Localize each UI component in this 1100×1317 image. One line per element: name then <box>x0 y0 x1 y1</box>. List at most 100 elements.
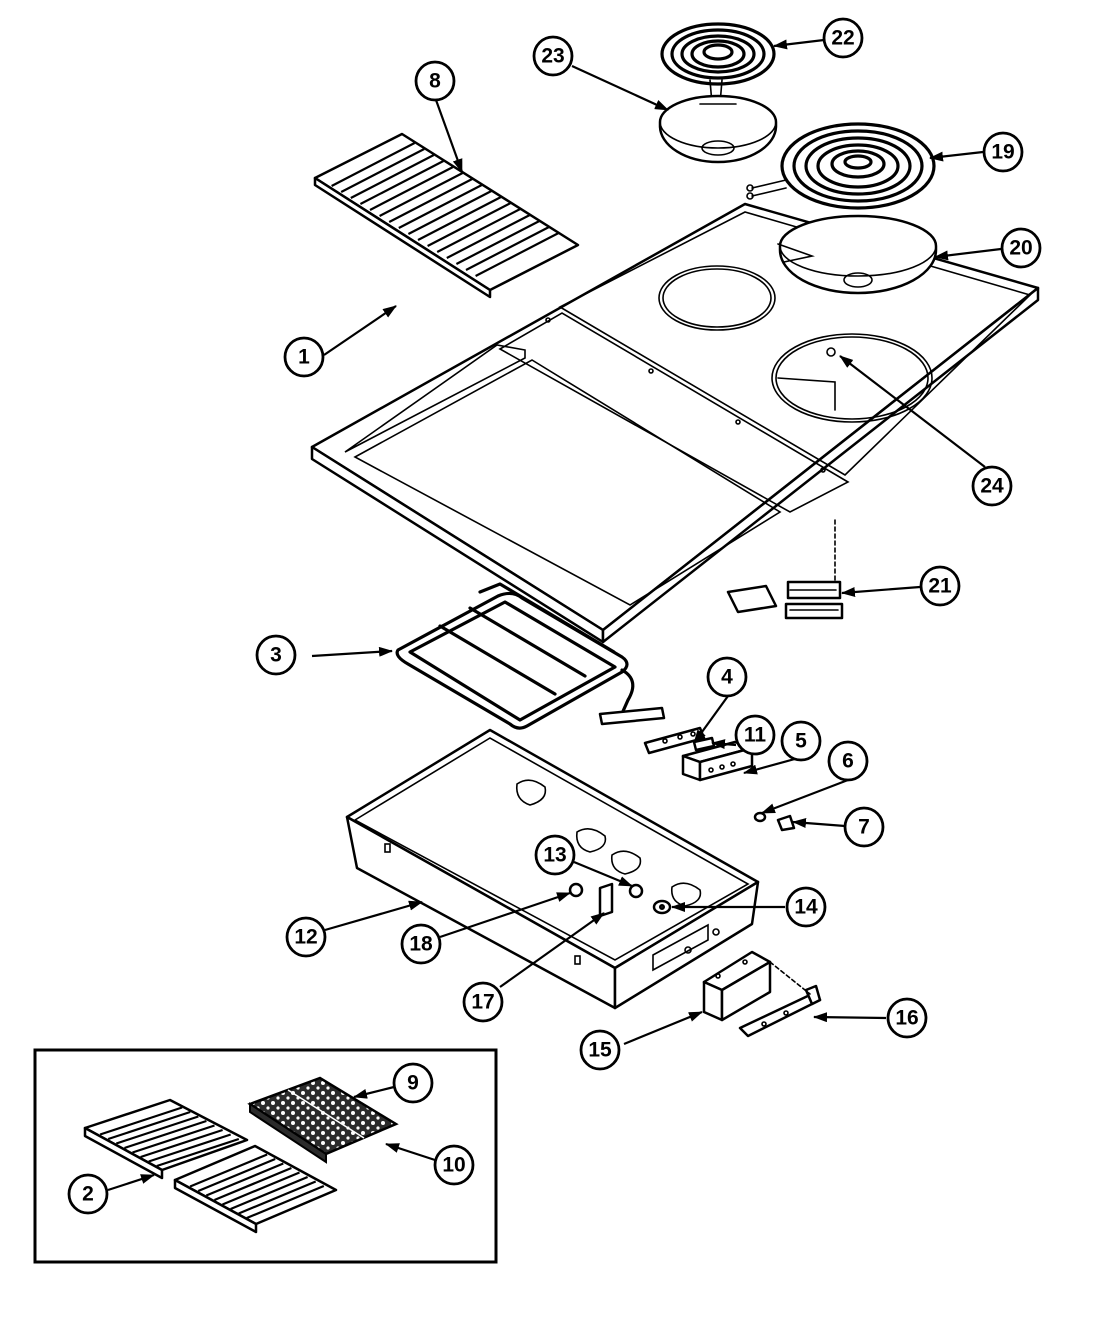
callout-10: 10 <box>433 1144 475 1186</box>
grate-bar <box>213 1166 292 1202</box>
callout-label: 16 <box>895 1007 918 1030</box>
bracket-part <box>598 882 614 918</box>
grate-bar <box>417 196 502 241</box>
small-surface-element-part <box>660 22 776 105</box>
callout-15: 15 <box>579 1029 621 1071</box>
grate-bar <box>230 1175 309 1211</box>
grate-bar <box>350 154 435 199</box>
screw-part <box>628 883 644 899</box>
grate-bar <box>140 1128 223 1159</box>
callout-1: 1 <box>283 336 325 378</box>
grate-bar <box>475 232 560 277</box>
callout-label: 1 <box>298 346 310 369</box>
grill-heating-element-part <box>395 582 666 730</box>
grate-bar <box>99 1106 183 1136</box>
callout-label: 19 <box>991 141 1014 164</box>
callout-label: 15 <box>588 1039 612 1062</box>
small-drip-bowl-part <box>658 94 778 164</box>
grate-bar <box>132 1124 215 1154</box>
lava-rock-tray-part <box>247 1076 399 1164</box>
callout-label: 7 <box>858 816 870 839</box>
callout-label: 12 <box>294 926 317 949</box>
callout-12: 12 <box>285 916 327 958</box>
grate-bar <box>446 214 531 259</box>
grate-bar <box>388 178 473 223</box>
nut-part <box>753 811 767 823</box>
grate-bar <box>436 208 521 253</box>
grate-bar <box>379 172 464 217</box>
grate-bar <box>124 1119 207 1150</box>
mounting-bracket-part <box>738 961 822 1038</box>
callout-label: 23 <box>541 45 564 68</box>
callout-label: 13 <box>543 844 566 867</box>
grate-bar <box>246 1184 325 1220</box>
callout-20: 20 <box>1000 227 1042 269</box>
callout-8: 8 <box>414 60 456 102</box>
grate-bar <box>340 148 425 193</box>
grate-bar <box>407 190 492 235</box>
leader-lines <box>107 38 1002 1192</box>
washer-part <box>652 899 672 915</box>
callout-label: 20 <box>1009 237 1032 260</box>
callout-label: 18 <box>409 933 433 956</box>
callout-label: 6 <box>842 750 854 773</box>
grill-grate-upper-part <box>83 1098 249 1180</box>
grate-bar <box>398 184 483 229</box>
callout-label: 3 <box>270 644 282 667</box>
callout-label: 4 <box>721 666 733 689</box>
callout-label: 9 <box>407 1072 419 1095</box>
callout-19: 19 <box>982 131 1024 173</box>
terminal-block-part <box>726 519 844 620</box>
grate-bar <box>107 1110 191 1141</box>
grate-bar <box>427 202 512 247</box>
accessories-inset-box <box>33 1048 498 1264</box>
large-surface-element-part <box>746 122 936 210</box>
callout-label: 11 <box>744 724 767 747</box>
callout-7: 7 <box>843 806 885 848</box>
large-drip-bowl-part <box>777 214 938 295</box>
grate-bar <box>205 1162 284 1197</box>
grate-bar <box>197 1157 276 1193</box>
grill-grate-part <box>313 132 580 299</box>
callout-label: 10 <box>442 1154 465 1177</box>
callout-6: 6 <box>827 740 869 782</box>
grate-bar <box>148 1133 232 1163</box>
callout-18: 18 <box>400 923 442 965</box>
callout-14: 14 <box>785 886 827 928</box>
callout-2: 2 <box>67 1173 109 1215</box>
callout-3: 3 <box>255 634 297 676</box>
callout-label: 22 <box>831 27 854 50</box>
callout-4: 4 <box>706 656 748 698</box>
callout-24: 24 <box>971 465 1013 507</box>
grate-bar <box>222 1171 300 1206</box>
callout-label: 8 <box>429 70 441 93</box>
grate-bar <box>238 1180 317 1215</box>
callout-label: 24 <box>980 475 1004 498</box>
callout-17: 17 <box>462 981 504 1023</box>
callout-label: 17 <box>471 991 494 1014</box>
grommet-part <box>568 882 584 898</box>
grate-bar <box>455 220 540 265</box>
callout-label: 2 <box>82 1183 94 1206</box>
callout-label: 14 <box>794 896 818 919</box>
callout-label: 21 <box>928 575 952 598</box>
grate-bar <box>156 1137 240 1168</box>
grill-grate-lower-part <box>173 1144 338 1234</box>
callout-23: 23 <box>532 35 574 77</box>
grate-bar <box>189 1153 268 1188</box>
callout-21: 21 <box>919 565 961 607</box>
control-switch-part <box>702 950 772 1022</box>
callout-13: 13 <box>534 834 576 876</box>
callout-11: 11 <box>734 714 776 756</box>
grate-bar <box>465 226 550 271</box>
cooktop-frame-part <box>310 202 1040 644</box>
grate-bar <box>369 166 454 211</box>
callout-22: 22 <box>822 17 864 59</box>
callout-label: 5 <box>795 730 807 753</box>
grate-bar <box>359 160 444 205</box>
grate-bar <box>331 142 416 187</box>
callout-9: 9 <box>392 1062 434 1104</box>
grate-bar <box>115 1115 199 1145</box>
callout-5: 5 <box>780 720 822 762</box>
